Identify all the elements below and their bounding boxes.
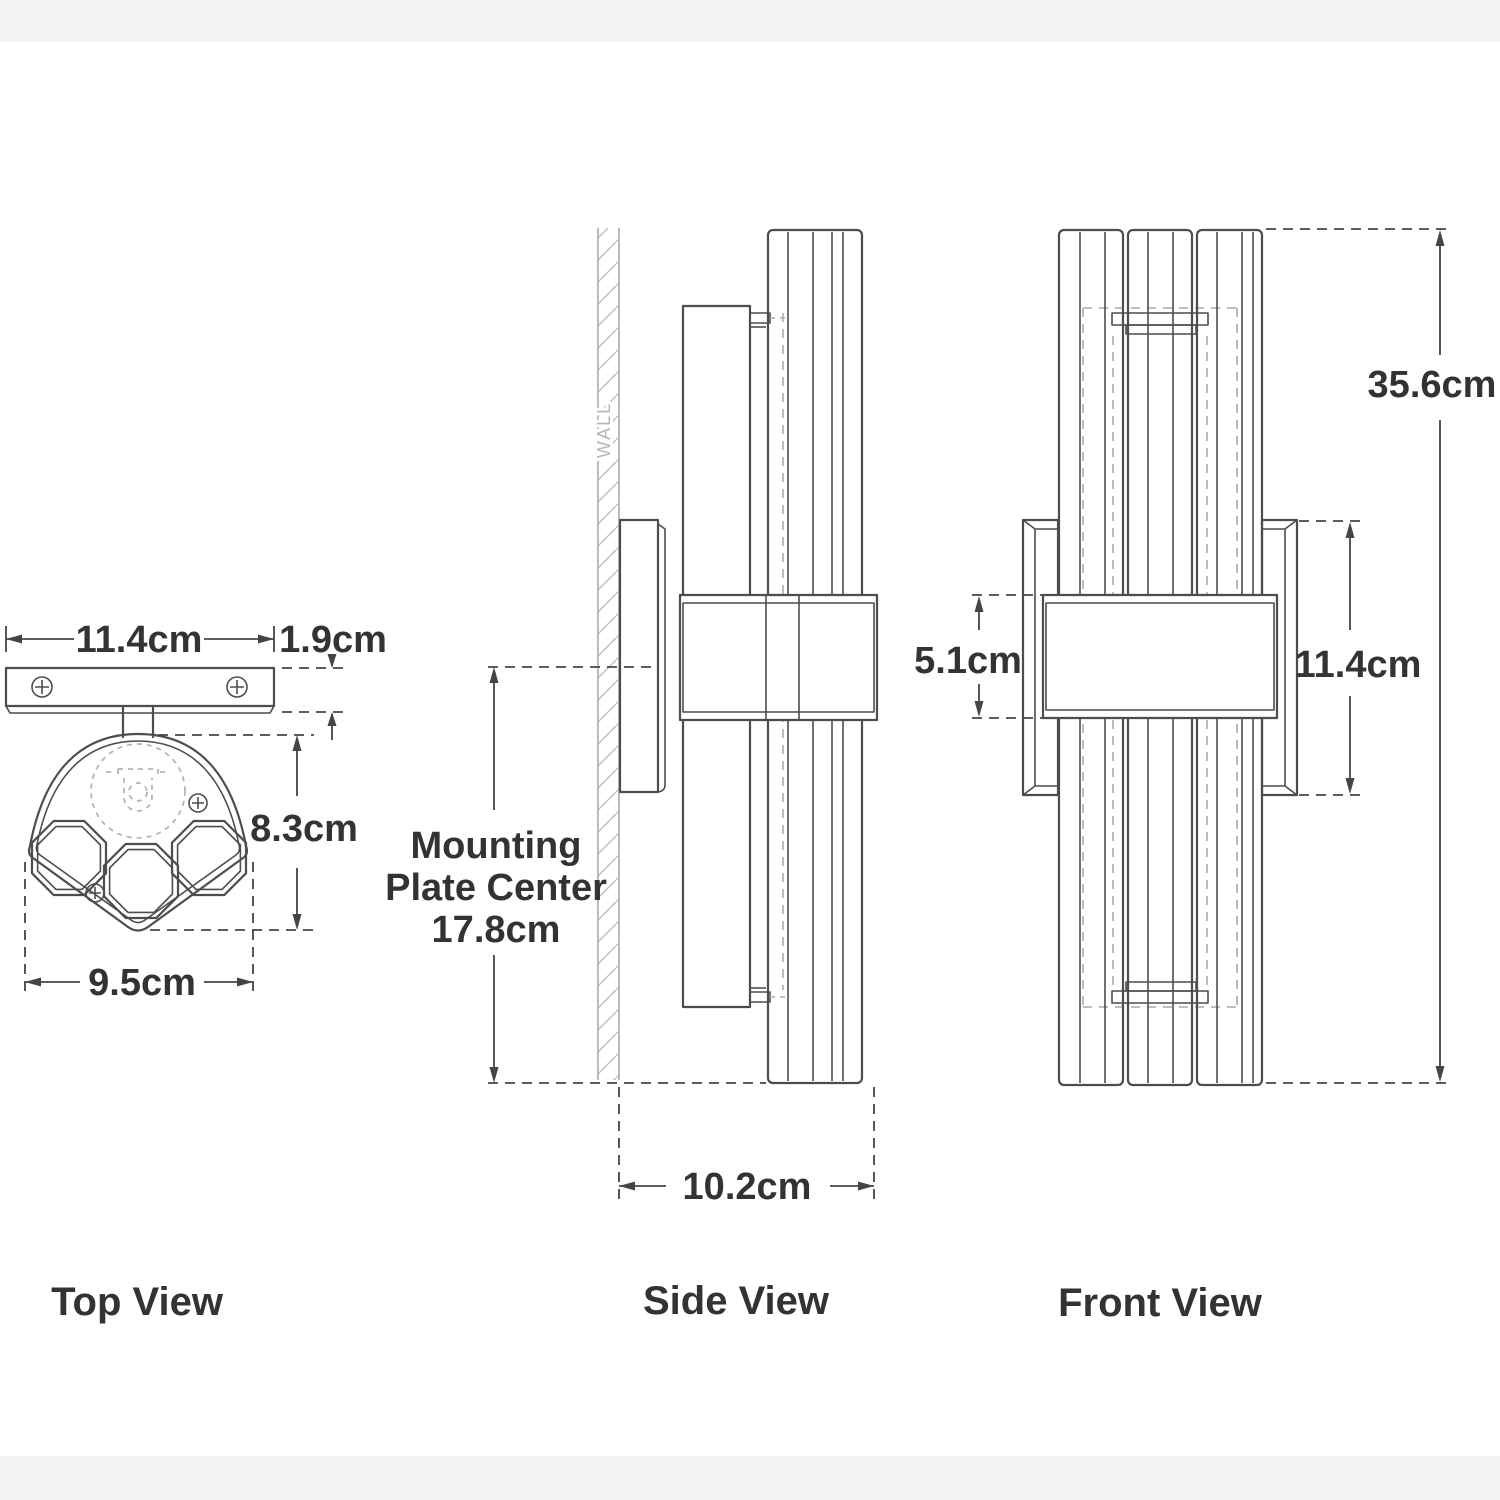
fixture-body-top	[27, 704, 249, 932]
dimension-projection: 10.2cm	[618, 1087, 875, 1208]
wall-label: WALL	[594, 402, 614, 458]
mounting-plate-top	[4, 666, 276, 714]
dimension-mounting-center: Mounting Plate Center 17.8cm	[385, 666, 766, 1084]
lamp-opening-octagon	[30, 819, 108, 897]
socket-ring-hidden	[90, 743, 186, 839]
dim-label: 5.1cm	[914, 640, 1022, 682]
stem	[121, 704, 155, 739]
view-title-side: Side View	[643, 1279, 830, 1323]
lamp-socket-hidden	[106, 768, 170, 812]
wall-section: WALL	[591, 228, 620, 1080]
front-view: 35.6cm 11.4cm 5.1cm Front View	[914, 228, 1497, 1325]
dim-label: 11.4cm	[1295, 644, 1422, 686]
dimension-overall-height: 35.6cm	[1266, 228, 1497, 1084]
mounting-plate-side	[618, 518, 666, 794]
dim-label: 8.3cm	[250, 808, 358, 850]
screw-icon	[188, 793, 208, 813]
top-margin-band	[0, 0, 1500, 42]
view-title-front: Front View	[1058, 1281, 1263, 1325]
screw-icon	[226, 676, 248, 698]
wall-hatch	[598, 228, 619, 1080]
dim-label: 11.4cm	[76, 619, 203, 661]
dim-label: 35.6cm	[1368, 364, 1497, 406]
mesh-band-side	[678, 593, 879, 722]
lamp-opening-octagon	[102, 842, 180, 920]
dimension-frame-height: 11.4cm	[1295, 520, 1422, 796]
dimension-body-width: 9.5cm	[24, 862, 254, 1004]
mesh-band-front	[1041, 593, 1279, 720]
dim-label: 10.2cm	[683, 1166, 812, 1208]
dim-label: Mounting	[411, 825, 582, 867]
top-view: 11.4cm 1.9cm 8.3cm 9.5cm Top View	[4, 619, 387, 1324]
view-title-top: Top View	[51, 1280, 224, 1324]
dimension-body-depth: 8.3cm	[150, 734, 358, 931]
lamp-opening-octagon	[170, 819, 248, 897]
dim-label: Plate Center	[385, 867, 607, 909]
screw-icon	[31, 676, 53, 698]
screw-icon	[85, 883, 105, 903]
dim-label: 17.8cm	[432, 909, 561, 951]
dimension-plate-width: 11.4cm	[5, 619, 275, 661]
dim-label: 9.5cm	[88, 962, 196, 1004]
dim-label: 1.9cm	[279, 619, 387, 661]
dimension-plate-thickness: 1.9cm	[279, 619, 387, 740]
bottom-margin-band	[0, 1456, 1500, 1500]
dimension-mesh-height: 5.1cm	[914, 594, 1043, 719]
side-view: WALL	[385, 228, 879, 1323]
